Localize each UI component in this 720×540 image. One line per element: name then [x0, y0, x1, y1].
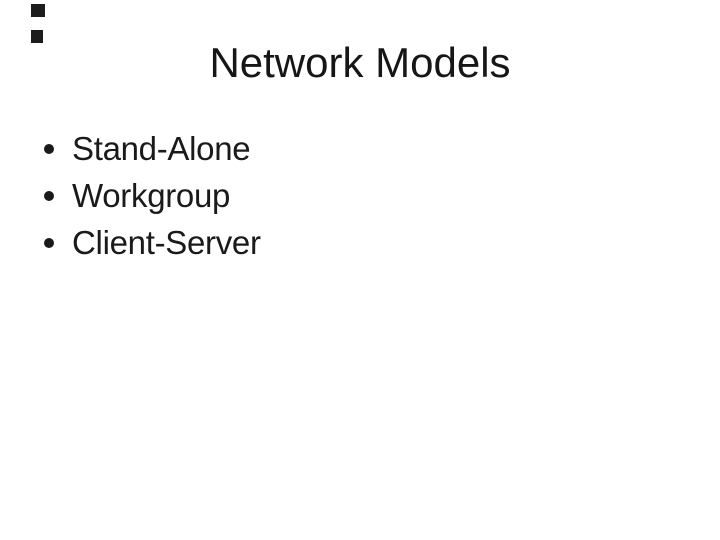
list-item: Stand-Alone [44, 125, 700, 172]
list-item: Client-Server [44, 219, 700, 266]
bullet-text-workgroup: Workgroup [72, 176, 231, 214]
slide-title: Network Models [209, 39, 511, 86]
list-item: Workgroup [44, 172, 700, 219]
bullet-icon [44, 143, 54, 154]
corner-mark-bottom [31, 30, 43, 43]
bullet-list: Stand-Alone Workgroup Client-Server [44, 125, 700, 266]
bullet-text-stand-alone: Stand-Alone [72, 129, 251, 167]
corner-mark-top [31, 4, 45, 17]
bullet-icon [44, 190, 54, 201]
bullet-icon [44, 237, 54, 248]
bullet-text-client-server: Client-Server [72, 223, 261, 261]
